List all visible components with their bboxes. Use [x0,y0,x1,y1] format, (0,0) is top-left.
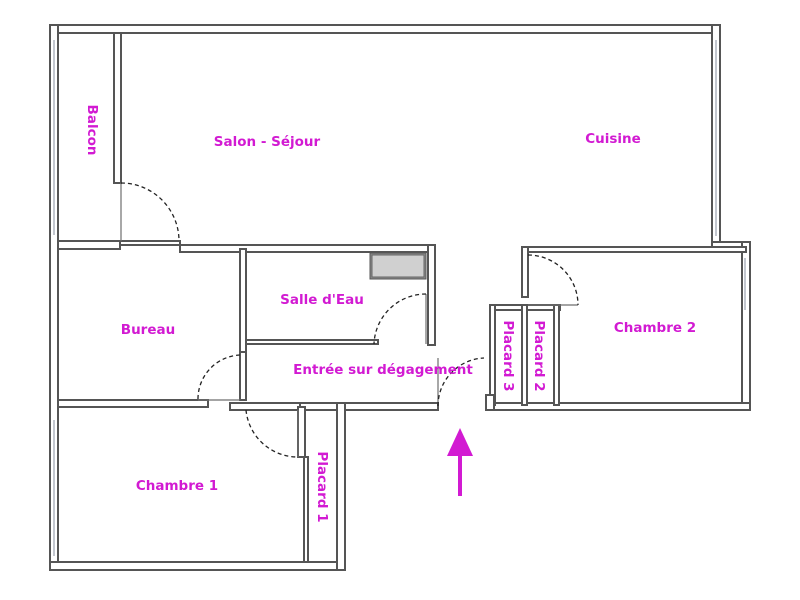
room-label-placard2: Placard 2 [531,320,547,391]
room-label-bureau: Bureau [121,322,175,338]
room-label-salle-eau: Salle d'Eau [280,292,364,308]
arrow-up-icon [447,428,473,496]
interior-walls [57,32,747,563]
room-label-chambre2: Chambre 2 [614,320,696,336]
room-label-entree: Entrée sur dégagement [293,362,473,378]
room-label-balcon: Balcon [84,105,100,156]
room-label-salon: Salon - Séjour [214,134,321,150]
shower-fixture-inner [371,254,425,278]
doors [120,182,579,458]
room-label-chambre1: Chambre 1 [136,478,218,494]
room-label-placard1: Placard 1 [314,451,330,522]
room-label-placard3: Placard 3 [500,320,516,391]
windows [53,40,746,556]
room-label-cuisine: Cuisine [585,131,641,147]
